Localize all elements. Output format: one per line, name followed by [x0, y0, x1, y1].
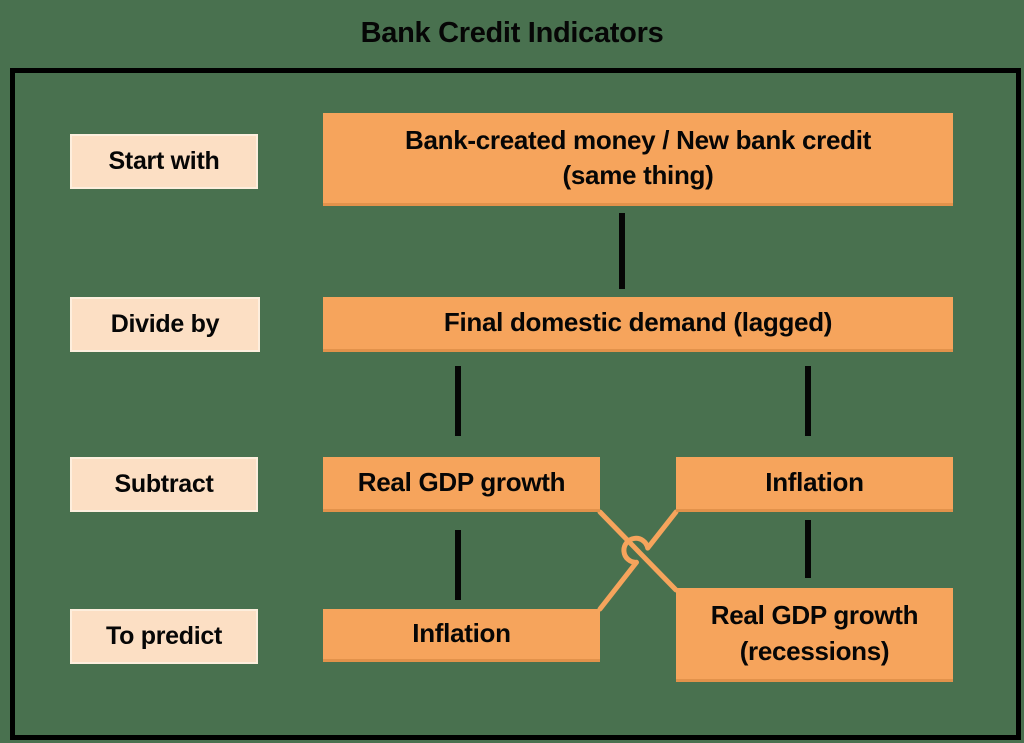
connector-demand-to-gdp-line [455, 366, 461, 436]
connector-gdp-to-inflation-line [455, 530, 461, 600]
label-divide-by: Divide by [70, 297, 260, 352]
box-inflation-predict: Inflation [323, 609, 600, 662]
connector-bankmoney-to-demand-line [619, 213, 625, 289]
label-subtract: Subtract [70, 457, 258, 512]
box-real-gdp-recessions: Real GDP growth (recessions) [676, 588, 953, 682]
box-bank-created-money: Bank-created money / New bank credit (sa… [323, 113, 953, 206]
box-inflation-subtract: Inflation [676, 457, 953, 512]
label-to-predict: To predict [70, 609, 258, 664]
diagram-frame [10, 68, 1021, 740]
box-final-domestic-demand: Final domestic demand (lagged) [323, 297, 953, 352]
diagram-title: Bank Credit Indicators [360, 16, 664, 49]
connector-inflation-to-recessions-line [805, 520, 811, 578]
connector-demand-to-inflation-line [805, 366, 811, 436]
box-real-gdp-growth: Real GDP growth [323, 457, 600, 512]
label-start-with: Start with [70, 134, 258, 189]
